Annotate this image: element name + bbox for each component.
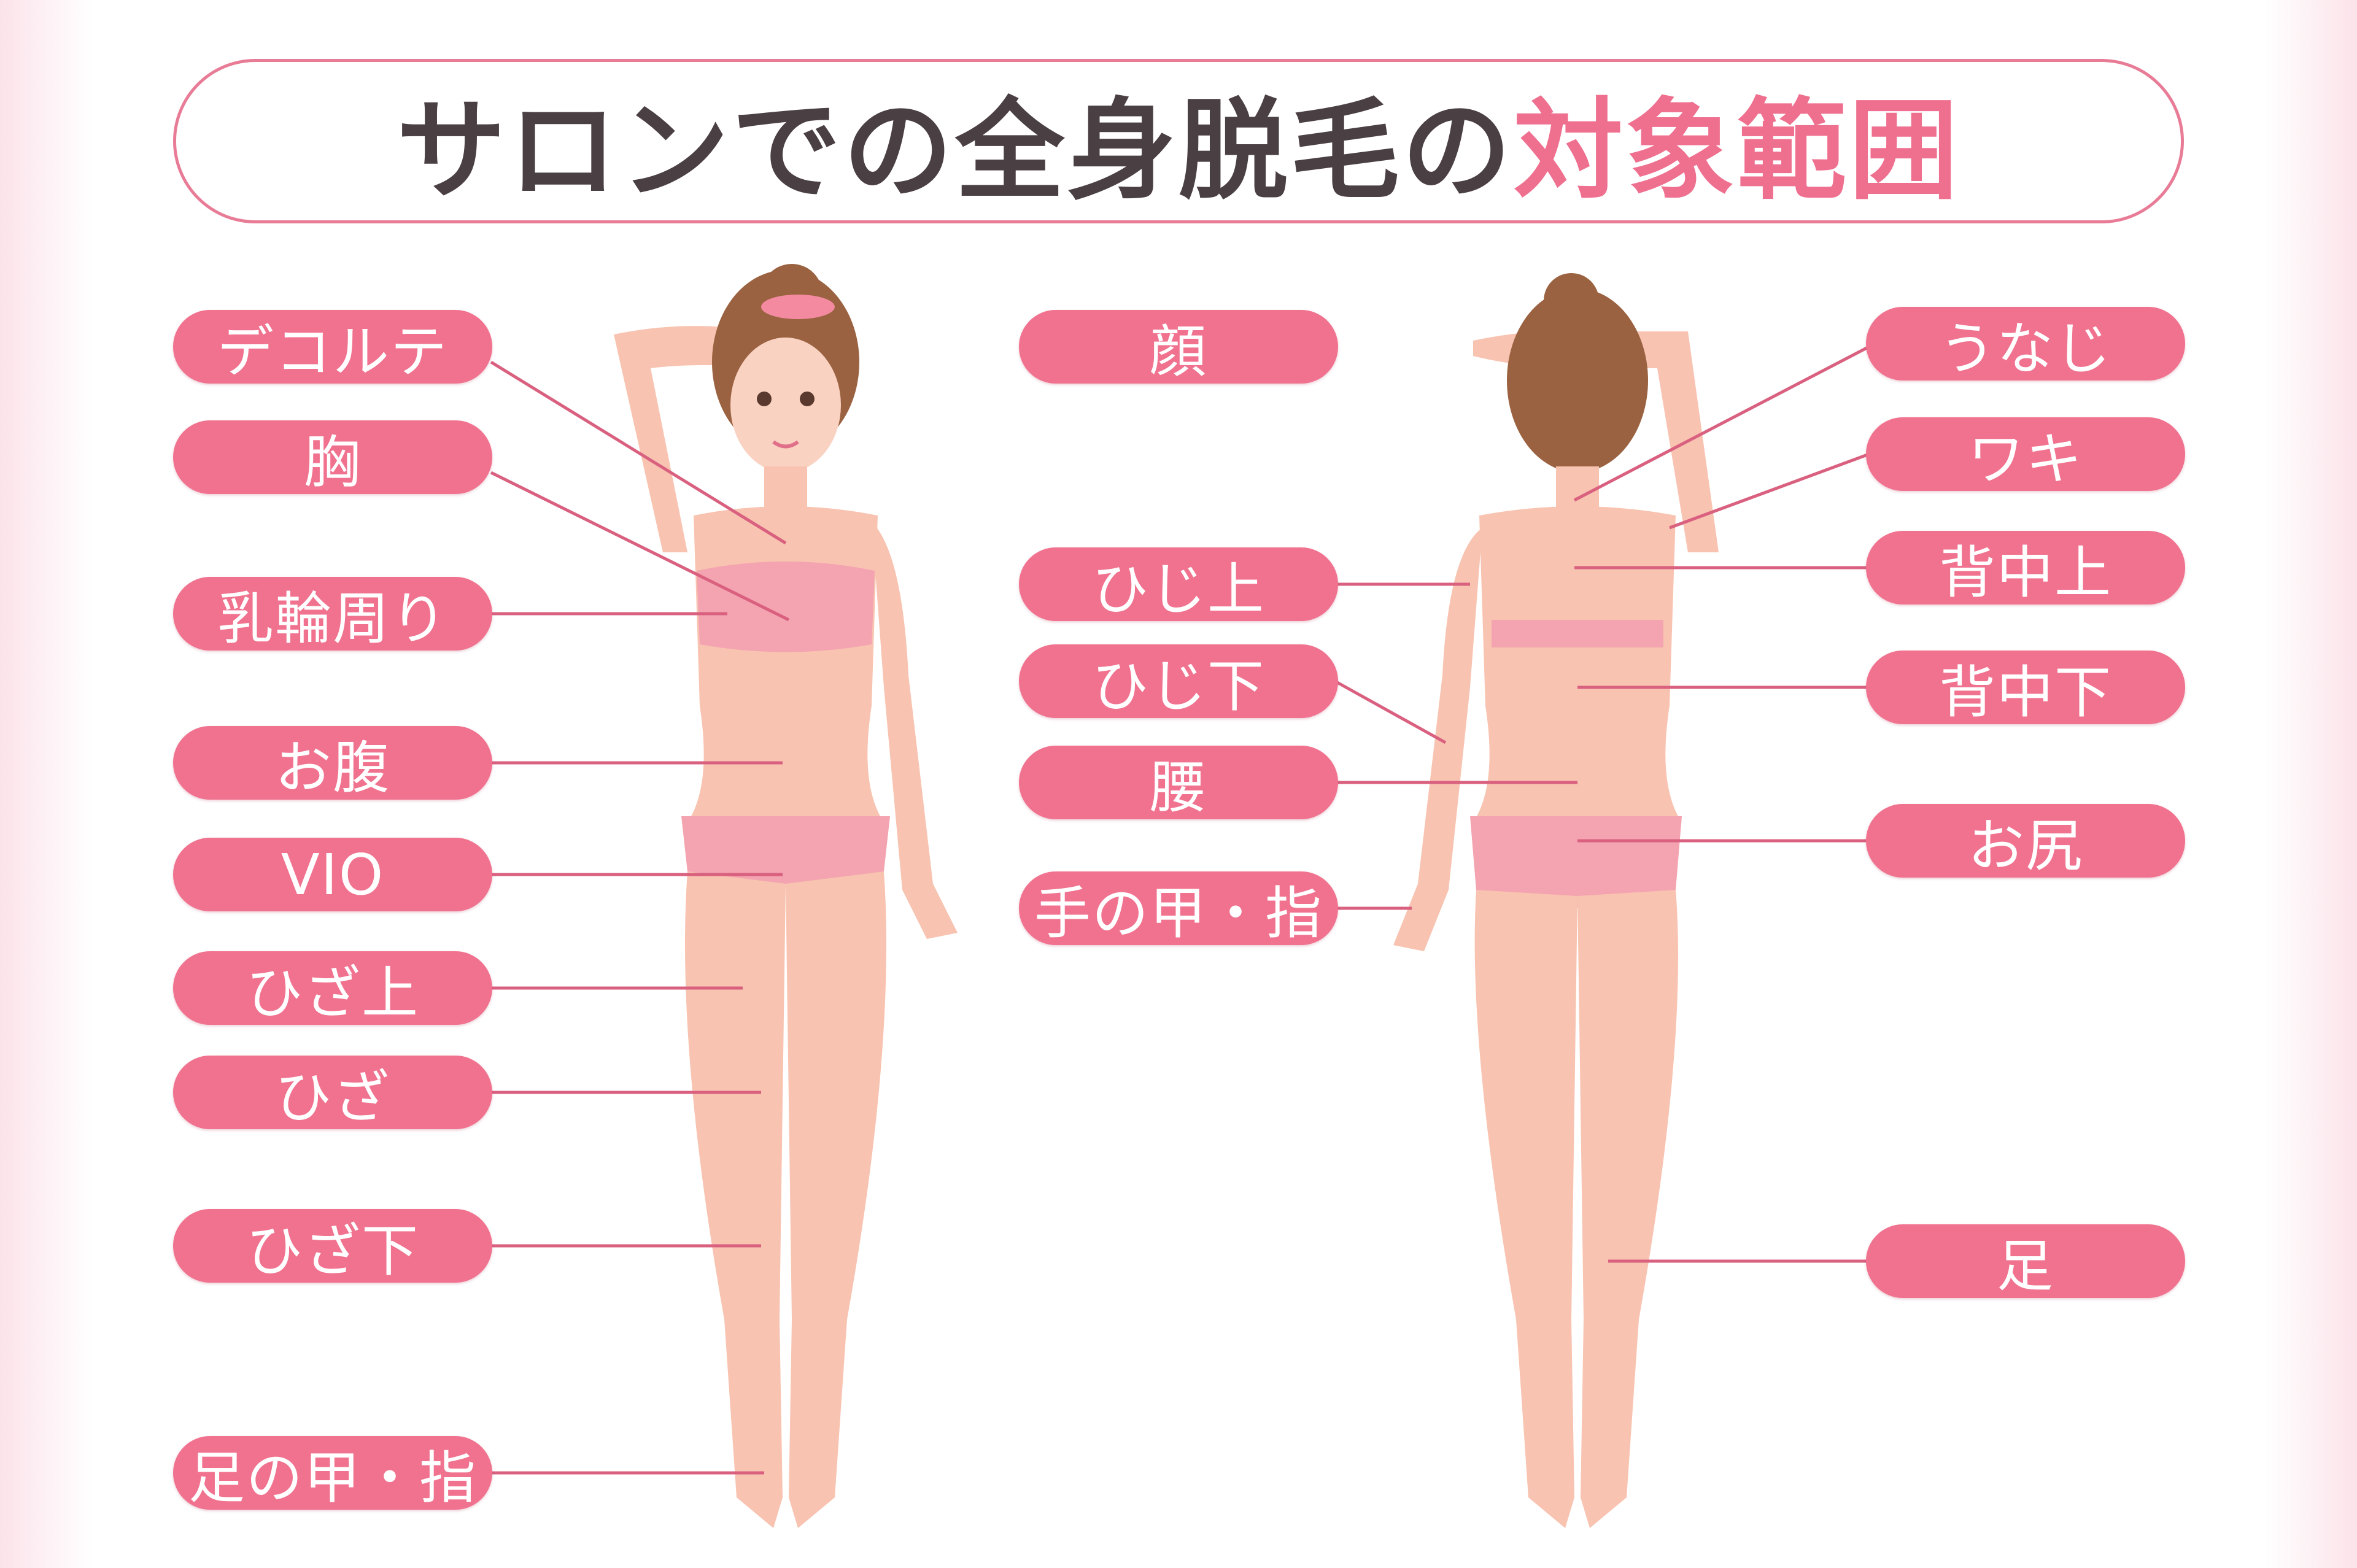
label-chest: 胸 <box>173 420 492 495</box>
label-nape: うなじ <box>1866 307 2185 382</box>
label-hand: 手の甲・指 <box>1019 871 1338 946</box>
label-lower-back: 背中下 <box>1866 651 2185 725</box>
label-foot: 足の甲・指 <box>173 1436 492 1511</box>
label-armpit: ワキ <box>1866 417 2185 492</box>
label-face: 顔 <box>1019 310 1338 385</box>
front-figure <box>614 264 958 1528</box>
label-below-knee: ひざ下 <box>173 1209 492 1284</box>
right-pink-edge <box>2265 0 2357 1568</box>
title-banner: サロンでの全身脱毛の対象範囲 <box>173 59 2184 223</box>
label-above-knee: ひざ上 <box>173 951 492 1026</box>
leader-lines <box>490 345 1870 1475</box>
label-knee: ひざ <box>173 1056 492 1130</box>
label-upper-back: 背中上 <box>1866 531 2185 606</box>
label-decollete: デコルテ <box>173 310 492 385</box>
label-belly: お腹 <box>173 726 492 801</box>
label-areola: 乳輪周り <box>173 577 492 652</box>
label-buttocks: お尻 <box>1866 804 2185 879</box>
title-prefix: サロンでの全身脱毛の <box>397 87 1514 214</box>
page-title: サロンでの全身脱毛の対象範囲 <box>397 63 1960 220</box>
label-waist: 腰 <box>1019 746 1338 821</box>
label-legs: 足 <box>1866 1224 2185 1299</box>
back-figure <box>1393 273 1719 1528</box>
label-upper-arm: ひじ上 <box>1019 547 1338 622</box>
label-vio: VIO <box>173 838 492 911</box>
label-lower-arm: ひじ下 <box>1019 644 1338 719</box>
title-highlight: 対象範囲 <box>1514 87 1960 214</box>
left-pink-edge <box>0 0 92 1568</box>
